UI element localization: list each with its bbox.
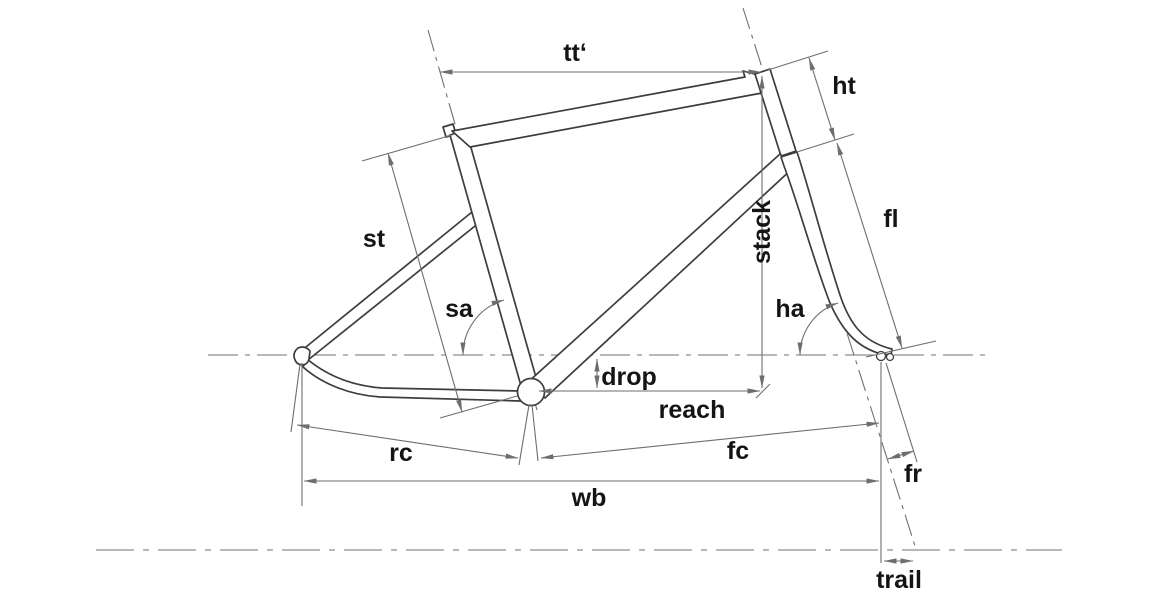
- label-seat-tube: st: [363, 225, 386, 253]
- ext-head-tube-bottom: [796, 133, 855, 153]
- seat-stay: [300, 211, 481, 361]
- ext-bb-fc: [531, 404, 539, 462]
- ext-head-tube-top: [767, 50, 829, 71]
- rear-dropout: [293, 346, 311, 366]
- ext-seat-tube-bottom: [439, 395, 518, 419]
- head-tube: [754, 68, 797, 157]
- top-tube: [451, 70, 763, 148]
- arc-seat-angle: [460, 299, 505, 356]
- label-head-angle: ha: [775, 295, 805, 323]
- ext-fork-offset-parallel: [885, 362, 918, 463]
- label-stack: stack: [748, 200, 776, 264]
- label-top-tube: tt‘: [563, 39, 587, 67]
- bottom-bracket: [516, 377, 546, 407]
- dim-rear-center: [296, 424, 519, 459]
- label-seat-angle: sa: [445, 295, 474, 323]
- label-drop: drop: [601, 363, 657, 391]
- label-head-tube: ht: [832, 72, 856, 100]
- label-reach: reach: [659, 396, 726, 424]
- front-dropout-eyelet-right: [885, 352, 895, 362]
- ext-bb-rc: [518, 404, 530, 466]
- ext-rear-axle-rc: [290, 363, 301, 433]
- down-tube: [526, 153, 795, 399]
- label-trail: trail: [876, 566, 922, 594]
- tick-stack-reach-corner: [755, 383, 771, 399]
- fork-blade: [780, 151, 893, 356]
- label-fork-rake: fr: [904, 460, 922, 488]
- ext-front-axle-perp: [865, 340, 937, 358]
- dim-front-center: [540, 421, 880, 460]
- ext-seat-tube-top: [361, 134, 453, 162]
- label-wheelbase: wb: [571, 484, 607, 512]
- arc-head-angle: [797, 302, 839, 356]
- chain-stay: [302, 358, 522, 402]
- dim-fork-rake: [887, 450, 915, 460]
- dim-head-tube: [808, 57, 836, 141]
- label-front-center: fc: [727, 437, 749, 465]
- dim-fork-length: [836, 142, 903, 349]
- label-fork-length: fl: [883, 205, 898, 233]
- dim-seat-tube: [387, 152, 463, 413]
- label-rear-center: rc: [389, 439, 413, 467]
